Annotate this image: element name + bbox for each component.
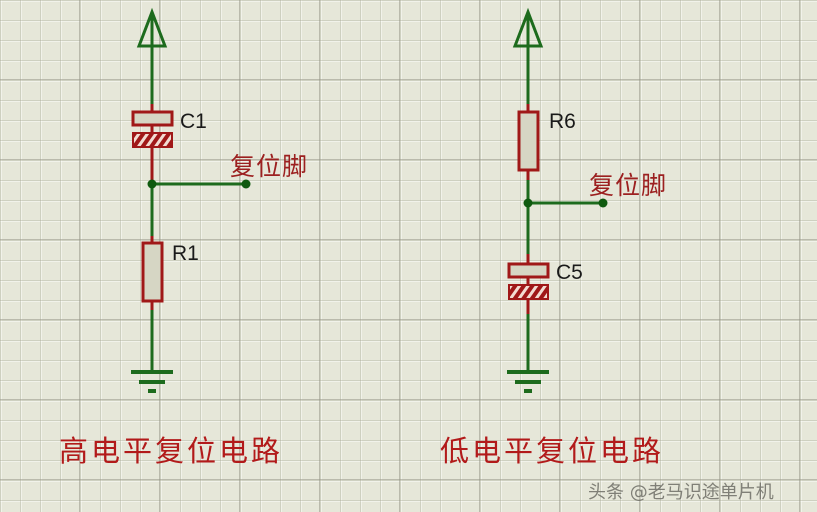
component-c5[interactable] <box>507 262 550 300</box>
component-r1[interactable] <box>141 241 164 303</box>
junction-dot-right <box>523 198 533 208</box>
circuit-low-level-reset <box>507 7 608 393</box>
ground-icon <box>131 370 173 393</box>
component-r6[interactable] <box>517 110 540 172</box>
caption-high-level-reset: 高电平复位电路 <box>59 434 284 468</box>
net-label-reset-pin-right: 复位脚 <box>589 171 668 200</box>
component-ref-c5: C5 <box>556 261 583 284</box>
junction-dot-left <box>147 179 157 189</box>
vcc-arrow-icon <box>512 7 544 108</box>
net-label-reset-pin-left: 复位脚 <box>230 152 309 181</box>
component-ref-c1: C1 <box>180 110 207 133</box>
watermark-text: 头条 @老马识途单片机 <box>588 482 774 503</box>
net-endpoint-dot-left <box>241 179 251 189</box>
component-ref-r6: R6 <box>549 110 576 133</box>
component-c1[interactable] <box>131 110 174 148</box>
vcc-arrow-icon <box>136 7 168 105</box>
ground-icon <box>507 370 549 393</box>
net-endpoint-dot-right <box>598 198 608 208</box>
circuit-high-level-reset <box>131 7 251 393</box>
component-ref-r1: R1 <box>172 242 199 265</box>
caption-low-level-reset: 低电平复位电路 <box>440 434 665 468</box>
